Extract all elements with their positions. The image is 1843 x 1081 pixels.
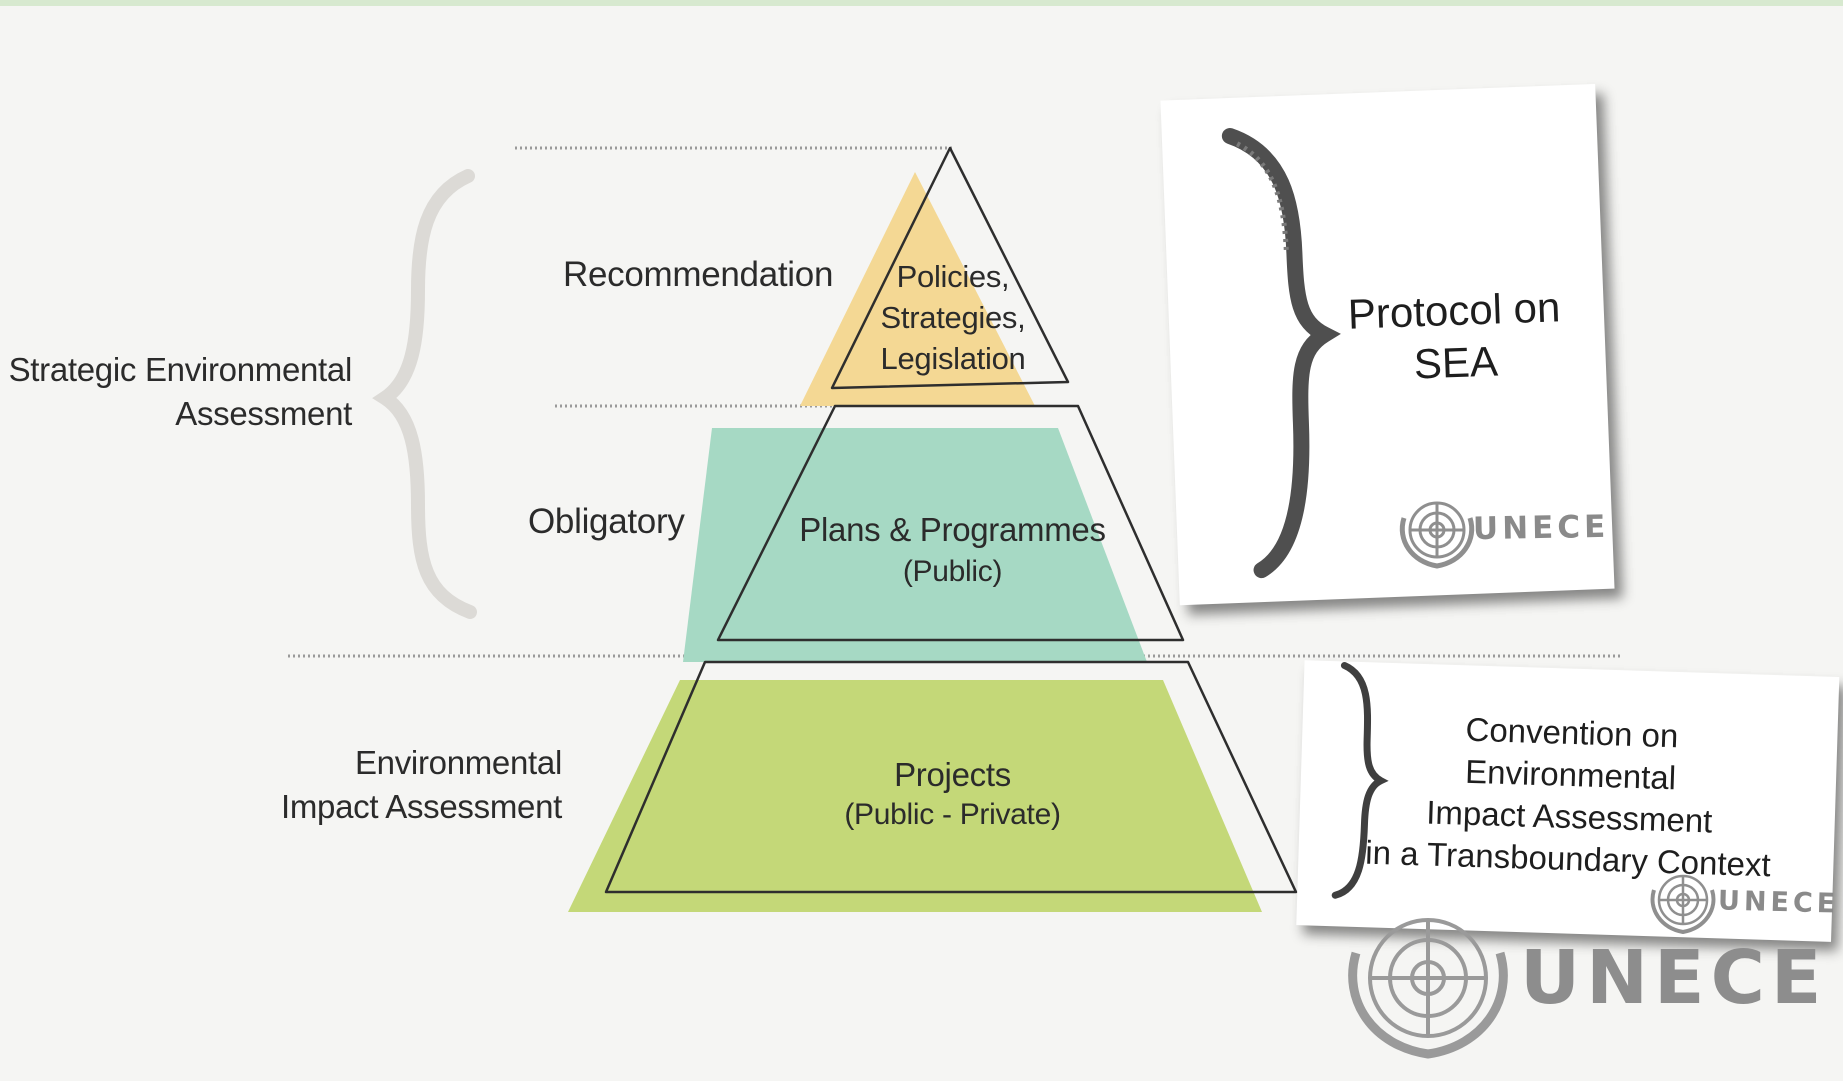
sea-protocol-text: Protocol on SEA (1347, 283, 1562, 388)
unece-watermark: UNECE (1520, 935, 1828, 1021)
pyramid-middle-fill (683, 428, 1147, 662)
top-strip (0, 0, 1843, 6)
sea-protocol-card (1160, 83, 1615, 606)
pyramid-top-outline (830, 146, 1070, 390)
eia-card-brace-icon (1331, 661, 1389, 899)
pyramid-middle-title: Plans & Programmes (799, 511, 1106, 548)
sea-assessment-label: Strategic Environmental Assessment (8, 351, 353, 432)
un-emblem-icon (1399, 501, 1475, 569)
pyramid-top-fill (800, 172, 1035, 406)
eia-convention-card (1296, 660, 1840, 942)
sea-brace (372, 169, 477, 619)
eia-card-logo-text: UNECE (1717, 885, 1840, 920)
level-obligatory: Obligatory (528, 502, 685, 541)
sea-card-brace-icon (1221, 127, 1341, 579)
pyramid-bottom-sub: (Public - Private) (844, 798, 1061, 831)
pyramid-top-label: Policies, Strategies, Legislation (880, 259, 1026, 376)
pyramid-bottom-fill (568, 680, 1262, 912)
eia-convention-text: Convention on Environmental Impact Asses… (1364, 710, 1772, 884)
pyramid-middle-outline (716, 404, 1185, 642)
level-recommendation: Recommendation (563, 255, 834, 294)
un-emblem-icon-large (1348, 918, 1508, 1059)
un-emblem-icon-small (1650, 874, 1716, 935)
sea-card-logo-text: UNECE (1472, 508, 1610, 548)
pyramid-bottom-outline (604, 660, 1298, 894)
eia-assessment-label: Environmental Impact Assessment (280, 744, 562, 825)
pyramid-bottom-title: Projects (894, 756, 1011, 793)
pyramid-middle-sub: (Public) (902, 555, 1003, 588)
